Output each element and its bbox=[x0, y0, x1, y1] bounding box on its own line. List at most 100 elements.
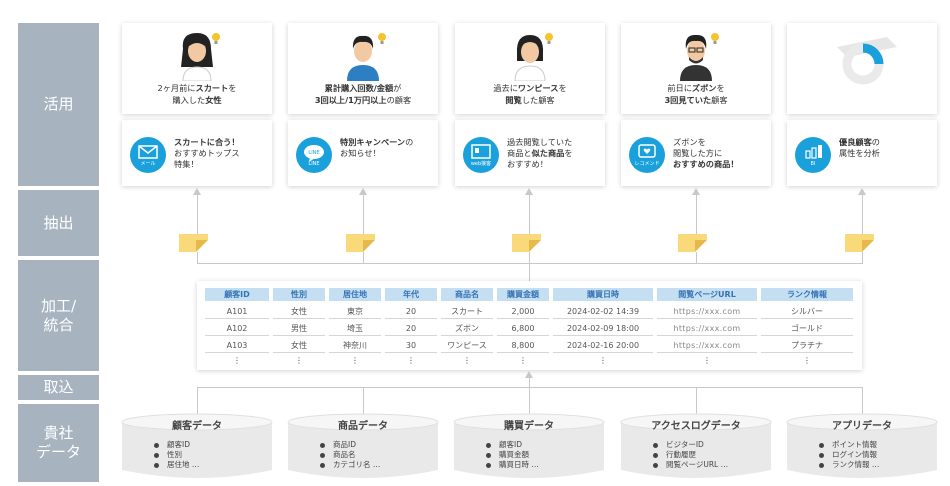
database-item: 閲覧ページURL … bbox=[652, 460, 728, 470]
channel-name: LINE bbox=[308, 161, 320, 167]
channel-text: 特別キャンペーンの お知らせ！ bbox=[340, 137, 414, 158]
database-purchase: 購買データ 顧客ID 購買金額 購買日時 … bbox=[453, 412, 605, 480]
channel-text: 過去閲覧していた 商品と似た商品を おすすめ！ bbox=[507, 137, 573, 169]
arrowhead bbox=[525, 188, 533, 195]
table-cell: 2024-02-09 18:00 bbox=[553, 322, 653, 336]
line-icon: LINE bbox=[304, 145, 324, 162]
stage-extract: 抽出 bbox=[18, 190, 99, 256]
arrowhead bbox=[525, 371, 533, 378]
channel-card-web: web接客 過去閲覧していた 商品と似た商品を おすすめ！ bbox=[455, 120, 605, 186]
chart-donut-icon bbox=[837, 37, 897, 85]
database-cylinder-icon bbox=[121, 413, 273, 478]
table-cell: ⋮ bbox=[407, 356, 415, 365]
database-items: ポイント情報 ログイン情報 ランク情報 … bbox=[818, 440, 879, 470]
table-cell: 30 bbox=[385, 339, 437, 353]
use-case-text-1: 2ヶ月前にスカートを 購入した女性 bbox=[157, 83, 237, 105]
table-cell: 2024-02-02 14:39 bbox=[553, 305, 653, 319]
channel-card-line: LINE LINE 特別キャンペーンの お知らせ！ bbox=[288, 120, 438, 186]
arrowhead bbox=[858, 188, 866, 195]
table-cell: ⋮ bbox=[233, 356, 241, 365]
column-header: 購買日時 bbox=[553, 288, 653, 301]
stage-process: 加工/ 統合 bbox=[18, 260, 99, 371]
connector-line bbox=[529, 377, 530, 387]
database-title: 購買データ bbox=[504, 421, 554, 432]
channel-circle: レコメンド bbox=[629, 137, 665, 173]
man-short-hair-icon bbox=[347, 33, 386, 81]
table-cell: https://xxx.com bbox=[657, 339, 757, 353]
database-items: ビジターID 行動履歴 閲覧ページURL … bbox=[652, 440, 728, 470]
use-case-card-5 bbox=[787, 23, 937, 114]
table-cell: ⋮ bbox=[295, 356, 303, 365]
channel-circle: BI bbox=[795, 137, 831, 173]
database-items: 商品ID 商品名 カテゴリ名 … bbox=[319, 440, 380, 470]
channel-name: メール bbox=[140, 161, 156, 167]
table-cell: 埼玉 bbox=[329, 322, 381, 336]
channel-text: ズボンを 閲覧した方に おすすめの商品！ bbox=[673, 137, 739, 169]
table-cell: ⋮ bbox=[463, 356, 471, 365]
database-item: ランク情報 … bbox=[818, 460, 879, 470]
table-cell: 2,000 bbox=[497, 305, 549, 319]
recommend-icon bbox=[638, 144, 656, 158]
segment-note bbox=[346, 234, 375, 252]
database-cylinder-icon bbox=[786, 413, 938, 478]
database-item: 居住地 … bbox=[153, 460, 199, 470]
connector-line bbox=[696, 194, 697, 263]
column-header: 閲覧ページURL bbox=[657, 288, 757, 301]
mail-icon bbox=[138, 145, 158, 159]
channel-card-mail: メール スカートに合う！ おすすめトップス 特集！ bbox=[122, 120, 272, 186]
database-cylinder-icon bbox=[287, 413, 439, 478]
database-item: 購買金額 bbox=[485, 450, 539, 460]
ingest-connector-horizontal bbox=[197, 387, 863, 388]
connector-line bbox=[529, 194, 530, 263]
database-item: カテゴリ名 … bbox=[319, 460, 380, 470]
database-items: 顧客ID 購買金額 購買日時 … bbox=[485, 440, 539, 470]
table-cell: ⋮ bbox=[519, 356, 527, 365]
stage-ingest: 取込 bbox=[18, 375, 99, 400]
database-title: 顧客データ bbox=[172, 421, 222, 432]
database-item: 顧客ID bbox=[153, 440, 199, 450]
use-case-text-3: 過去にワンピースを 閲覧した顧客 bbox=[493, 83, 567, 105]
table-cell: 東京 bbox=[329, 305, 381, 319]
woman-long-hair-icon bbox=[181, 33, 220, 81]
segment-note bbox=[179, 234, 208, 252]
arrowhead bbox=[359, 188, 367, 195]
channel-name: web接客 bbox=[470, 161, 492, 167]
table-cell: ワンピース bbox=[441, 339, 493, 353]
database-title: アプリデータ bbox=[832, 421, 892, 432]
extract-connector-horizontal bbox=[197, 263, 863, 264]
channel-text: スカートに合う！ おすすめトップス 特集！ bbox=[174, 137, 240, 169]
table-cell: A103 bbox=[205, 339, 269, 353]
column-header: 居住地 bbox=[329, 288, 381, 301]
connector-line bbox=[862, 194, 863, 263]
database-access-log: アクセスログデータ ビジターID 行動履歴 閲覧ページURL … bbox=[620, 412, 772, 480]
connector-line bbox=[862, 387, 863, 414]
database-item: ログイン情報 bbox=[818, 450, 879, 460]
table-cell: 20 bbox=[385, 305, 437, 319]
column-header: 性別 bbox=[273, 288, 325, 301]
use-case-card-2: 累計購入回数/金額が 3回以上/1万円以上の顧客 bbox=[288, 23, 438, 114]
man-glasses-icon bbox=[680, 33, 719, 81]
database-customer: 顧客データ 顧客ID 性別 居住地 … bbox=[121, 412, 273, 480]
connector-line bbox=[363, 387, 364, 414]
table-cell: 神奈川 bbox=[329, 339, 381, 353]
connector-line bbox=[197, 387, 198, 414]
table-cell: 女性 bbox=[273, 305, 325, 319]
table-cell: https://xxx.com bbox=[657, 322, 757, 336]
table-cell: ⋮ bbox=[703, 356, 711, 365]
table-cell: A101 bbox=[205, 305, 269, 319]
database-item: 顧客ID bbox=[485, 440, 539, 450]
database-items: 顧客ID 性別 居住地 … bbox=[153, 440, 199, 470]
column-header: 商品名 bbox=[441, 288, 493, 301]
table-cell: A102 bbox=[205, 322, 269, 336]
table-cell: ⋮ bbox=[351, 356, 359, 365]
table-cell: 女性 bbox=[273, 339, 325, 353]
table-cell: 20 bbox=[385, 322, 437, 336]
database-item: 購買日時 … bbox=[485, 460, 539, 470]
connector-line bbox=[529, 387, 530, 414]
database-title: アクセスログデータ bbox=[651, 421, 741, 432]
table-cell: 6,800 bbox=[497, 322, 549, 336]
segment-note bbox=[512, 234, 541, 252]
column-header: ランク情報 bbox=[761, 288, 853, 301]
database-cylinder-icon bbox=[453, 413, 605, 478]
table-cell: https://xxx.com bbox=[657, 305, 757, 319]
